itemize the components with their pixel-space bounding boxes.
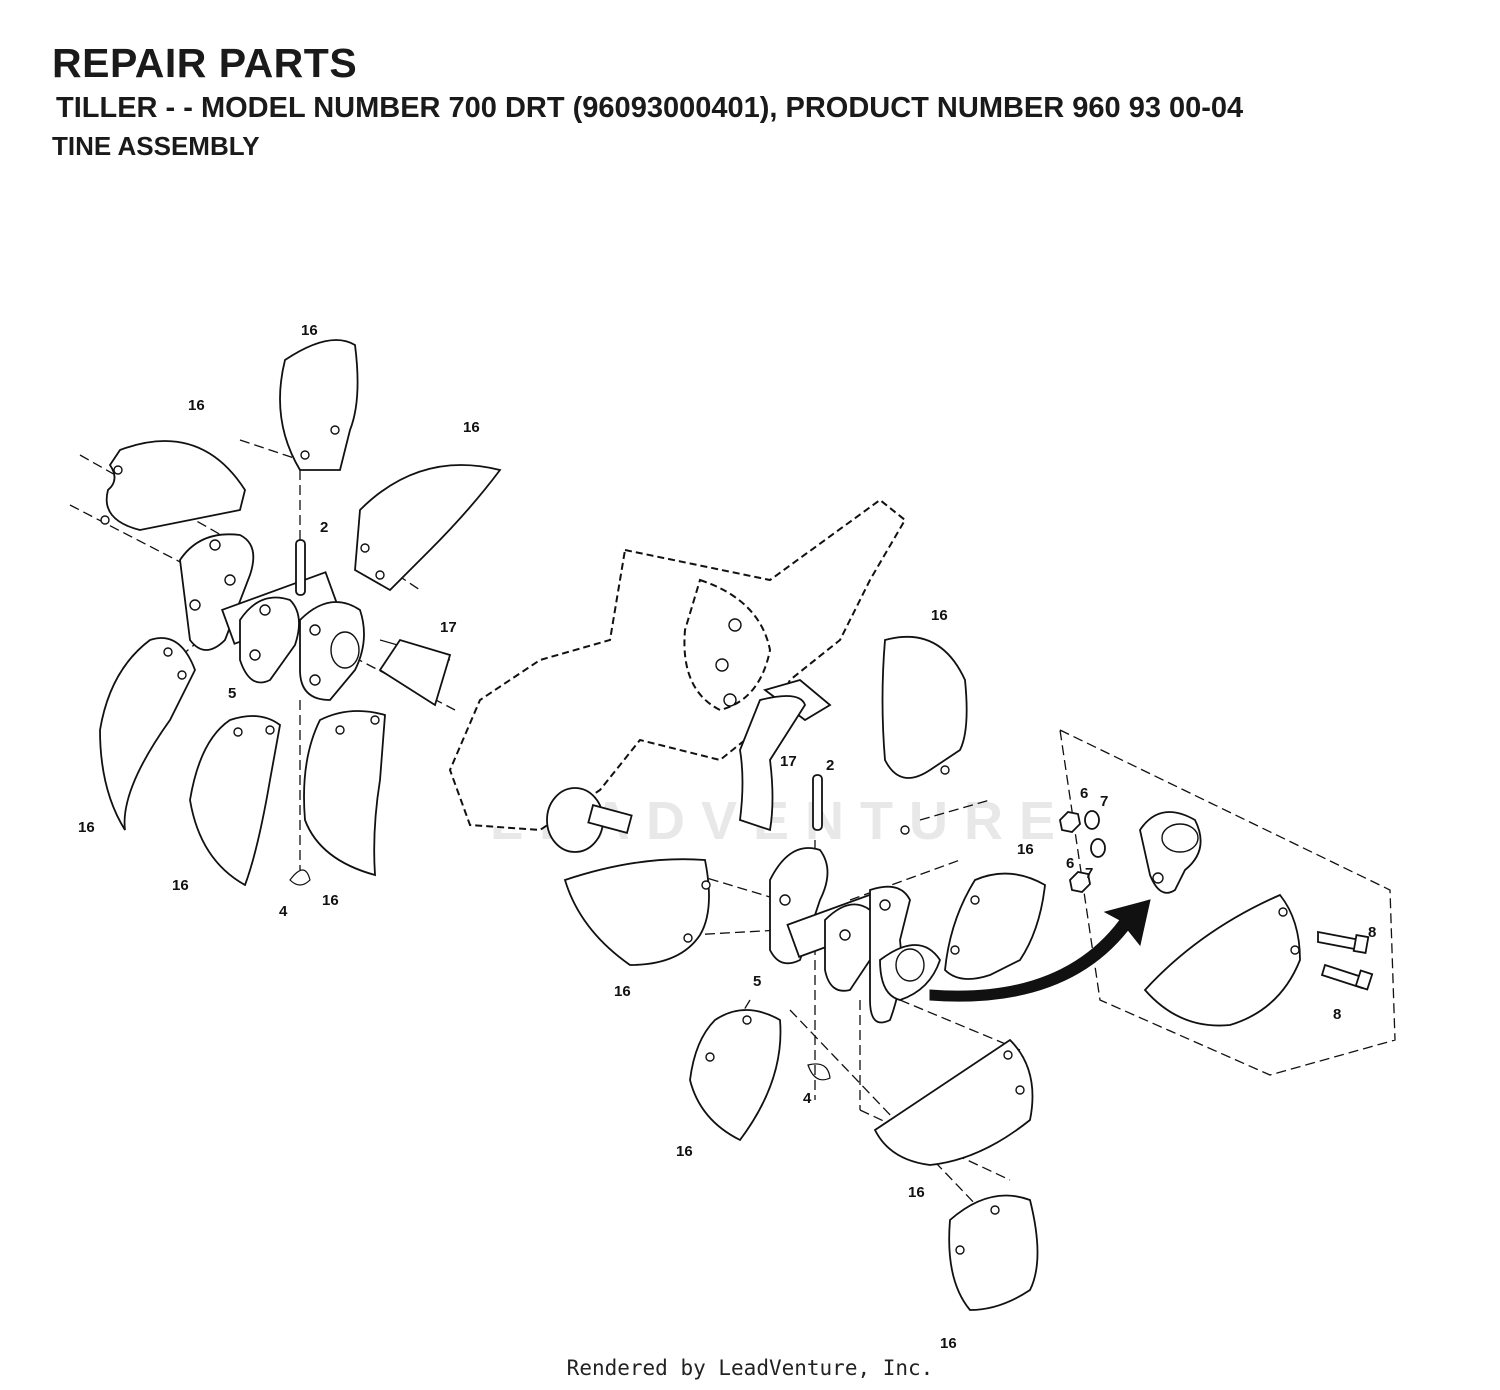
callout-label: 17 (780, 753, 797, 770)
callout-label: 4 (803, 1090, 812, 1107)
hairpin-clip (807, 1063, 831, 1081)
detail-inset (1059, 728, 1396, 1076)
callout-label: 5 (753, 973, 761, 990)
tine-blade (948, 1194, 1039, 1311)
callout-label: 16 (78, 819, 95, 836)
callout-label: 16 (676, 1143, 693, 1160)
callout-label: 16 (614, 983, 631, 1000)
tine-blade (303, 710, 386, 877)
callout-label: 2 (320, 519, 328, 536)
tine-blade (354, 464, 502, 592)
callout-label: 6 (1080, 785, 1088, 802)
left-tine-assembly (69, 339, 502, 887)
link-plate (1139, 811, 1202, 894)
clevis-pin (812, 774, 823, 831)
hex-nut (1059, 811, 1081, 833)
tine-blade (563, 858, 710, 966)
tine-blade (279, 339, 359, 471)
callout-label: 16 (188, 397, 205, 414)
lock-washer (1084, 810, 1100, 830)
tine-flange (769, 847, 829, 965)
tine-blade (105, 440, 246, 531)
callout-label: 17 (440, 619, 457, 636)
tine-blade (873, 1038, 1034, 1166)
callout-label: 16 (931, 607, 948, 624)
page-title: REPAIR PARTS (52, 40, 358, 86)
tine-blade (1143, 893, 1301, 1027)
tine-blade (189, 715, 281, 887)
hairpin-clip (289, 869, 311, 886)
callout-label: 6 (1066, 855, 1074, 872)
section-title: TINE ASSEMBLY (52, 131, 260, 161)
callout-label: 16 (463, 419, 480, 436)
callout-label: 16 (908, 1184, 925, 1201)
tine-blade (99, 637, 196, 831)
right-tine-assembly (563, 635, 1151, 1311)
callout-label: 16 (172, 877, 189, 894)
tine-blade (944, 872, 1046, 980)
lock-washer (1090, 838, 1106, 858)
bracket (739, 695, 806, 832)
callout-label: 16 (322, 892, 339, 909)
callout-labels: 16 16 16 2 17 5 16 16 4 16 16 6 7 6 7 17… (78, 322, 1376, 1352)
callout-label: 7 (1100, 793, 1108, 810)
callout-label: 8 (1333, 1006, 1341, 1023)
callout-label: 16 (940, 1335, 957, 1352)
callout-label: 8 (1368, 924, 1376, 941)
tine-blade (881, 635, 968, 779)
footer-credit: Rendered by LeadVenture, Inc. (566, 1356, 934, 1380)
tine-flange (239, 596, 300, 684)
callout-label: 2 (826, 757, 834, 774)
callout-label: 5 (228, 685, 236, 702)
callout-label: 7 (1085, 865, 1093, 882)
callout-label: 16 (1017, 841, 1034, 858)
bracket (378, 638, 452, 707)
detail-arrow (929, 899, 1151, 1002)
tine-flange (824, 903, 876, 992)
hex-nut (1069, 871, 1091, 893)
callout-label: 4 (279, 903, 288, 920)
tine-blade (689, 1009, 782, 1142)
callout-label: 16 (301, 322, 318, 339)
tine-flange (179, 533, 255, 651)
model-subtitle: TILLER - - MODEL NUMBER 700 DRT (9609300… (56, 92, 1244, 124)
clevis-pin (295, 539, 306, 596)
transmission-housing (448, 498, 907, 853)
